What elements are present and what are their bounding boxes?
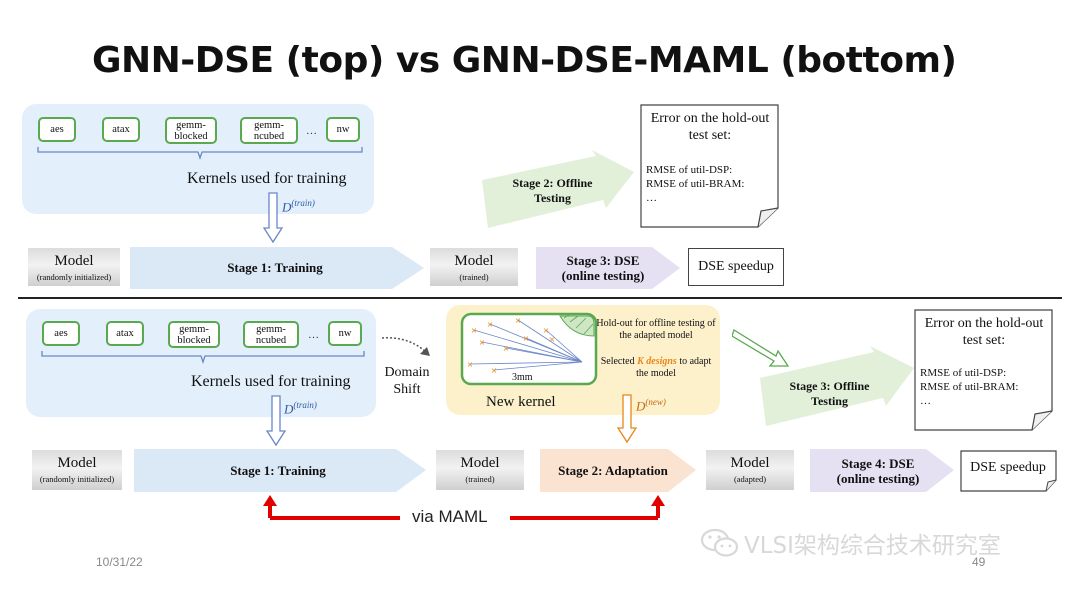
svg-text:×: × — [549, 335, 556, 344]
top-stage2-label: Stage 2: Offline Testing — [512, 176, 593, 205]
top-model-init-title: Model — [54, 253, 94, 269]
bottom-error-doc-shape — [914, 309, 1053, 431]
svg-text:×: × — [467, 360, 474, 369]
footer-date: 10/31/22 — [96, 555, 143, 569]
bottom-model-init: Model (randomly initialized) — [32, 450, 122, 490]
bottom-kernel-atax: atax — [106, 321, 144, 346]
top-stage3-label: Stage 3: DSE (online testing) — [561, 253, 645, 283]
bottom-error-line-dsp: RMSE of util-DSP: — [920, 367, 1007, 379]
bottom-stage2-arrow — [540, 449, 696, 492]
maml-connector — [263, 495, 665, 520]
svg-text:×: × — [523, 334, 530, 343]
bottom-train-data-sup: (train) — [293, 400, 317, 410]
section-separator — [18, 297, 1062, 299]
bottom-stage4-label: Stage 4: DSE (online testing) — [836, 456, 920, 486]
top-stage1-arrow — [130, 247, 424, 289]
bottom-stage1-label: Stage 1: Training — [230, 463, 326, 478]
bottom-model-adapted-title: Model — [730, 455, 770, 471]
new-kernel-dim: 3mm — [512, 372, 533, 383]
top-train-data-arrow — [262, 192, 284, 244]
svg-text:×: × — [487, 320, 494, 329]
new-kernel-kdesigns-text: Selected K designs to adapt the model — [596, 356, 716, 380]
wechat-icon — [700, 528, 739, 557]
top-error-line-bram: RMSE of util-BRAM: — [646, 178, 745, 190]
top-model-trained-sub: (trained) — [459, 272, 489, 282]
top-kernel-ellipsis: … — [306, 125, 317, 137]
kdesigns-pre: Selected — [600, 356, 635, 367]
bottom-dse-speedup: DSE speedup — [970, 460, 1046, 475]
domain-shift-arrow — [381, 337, 430, 356]
svg-text:×: × — [491, 366, 498, 375]
top-dse-speedup: DSE speedup — [688, 248, 784, 286]
footer-page-number: 49 — [972, 555, 986, 569]
bottom-train-data-label: D(train) — [284, 400, 317, 417]
bottom-error-line-bram: RMSE of util-BRAM: — [920, 381, 1019, 393]
bottom-kernels-brace — [41, 351, 365, 364]
bottom-model-init-sub: (randomly initialized) — [39, 474, 115, 484]
bottom-stage3-label: Stage 3: Offline Testing — [789, 379, 870, 408]
svg-text:×: × — [515, 316, 522, 325]
top-stage2-arrow — [482, 150, 634, 228]
domain-shift-label: Domain Shift — [384, 365, 430, 397]
new-kernel-label: New kernel — [486, 394, 556, 410]
kdesigns-k: K designs — [637, 356, 677, 367]
bottom-model-adapted: Model (adapted) — [706, 450, 794, 490]
kdesigns-post: to adapt the model — [636, 356, 712, 379]
new-data-arrow — [616, 394, 638, 444]
offline-pointer-arrow — [732, 329, 790, 367]
bottom-kernel-ellipsis: … — [308, 329, 319, 341]
bottom-kernel-aes: aes — [42, 321, 80, 346]
svg-text:×: × — [543, 326, 550, 335]
new-kernel-design-space: ××× ××× ××× × — [460, 312, 598, 386]
bottom-stage2-label: Stage 2: Adaptation — [558, 463, 668, 478]
top-train-data-sup: (train) — [291, 198, 315, 208]
bottom-model-init-title: Model — [57, 455, 97, 471]
top-kernel-aes: aes — [38, 117, 76, 142]
top-kernels-label: Kernels used for training — [187, 170, 347, 187]
new-data-symbol: D — [636, 398, 646, 414]
bottom-stage3-arrow — [760, 346, 914, 426]
new-kernel-holdout-text: Hold-out for offline testing of the adap… — [596, 318, 716, 341]
top-model-init: Model (randomly initialized) — [28, 248, 120, 286]
bottom-model-trained: Model (trained) — [436, 450, 524, 490]
top-error-line-dsp: RMSE of util-DSP: — [646, 164, 733, 176]
top-kernel-gemm-ncubed: gemm-ncubed — [240, 117, 298, 144]
bottom-kernel-nw: nw — [328, 321, 362, 346]
slide-title: GNN-DSE (top) vs GNN-DSE-MAML (bottom) — [92, 40, 957, 81]
top-train-data-label: D(train) — [282, 198, 315, 215]
bottom-kernel-gemm-blocked: gemm-blocked — [168, 321, 220, 348]
bottom-train-data-symbol: D — [284, 401, 294, 417]
bottom-error-line-more: … — [920, 395, 931, 407]
bottom-stage4-arrow — [810, 449, 954, 492]
top-error-title: Error on the hold-out test set: — [650, 111, 770, 143]
watermark-text: VLSI架构综合技术研究室 — [744, 533, 1001, 559]
top-model-init-sub: (randomly initialized) — [36, 272, 112, 282]
bottom-speedup-shape — [960, 450, 1057, 492]
bottom-train-data-arrow — [265, 395, 287, 447]
bottom-model-trained-title: Model — [460, 455, 500, 471]
top-kernels-brace — [37, 147, 363, 160]
top-kernel-gemm-blocked: gemm-blocked — [165, 117, 217, 144]
top-train-data-symbol: D — [282, 199, 292, 215]
svg-text:×: × — [471, 326, 478, 335]
top-error-line-more: … — [646, 192, 657, 204]
bottom-model-adapted-sub: (adapted) — [733, 474, 767, 484]
bottom-kernel-gemm-ncubed: gemm-ncubed — [243, 321, 299, 348]
bottom-model-trained-sub: (trained) — [465, 474, 495, 484]
bottom-kernels-label: Kernels used for training — [191, 373, 351, 390]
top-error-doc-shape — [640, 104, 779, 228]
svg-text:×: × — [503, 344, 510, 353]
via-maml-label: via MAML — [412, 507, 488, 526]
bottom-stage1-arrow — [134, 449, 426, 492]
top-model-trained-title: Model — [454, 253, 494, 269]
top-kernel-nw: nw — [326, 117, 360, 142]
svg-text:×: × — [479, 338, 486, 347]
top-stage3-arrow — [536, 247, 680, 289]
top-kernel-atax: atax — [102, 117, 140, 142]
new-data-label: D(new) — [636, 397, 666, 414]
top-stage1-label: Stage 1: Training — [227, 260, 323, 275]
new-data-sup: (new) — [645, 397, 666, 407]
bottom-error-title: Error on the hold-out test set: — [924, 316, 1044, 348]
top-model-trained: Model (trained) — [430, 248, 518, 286]
